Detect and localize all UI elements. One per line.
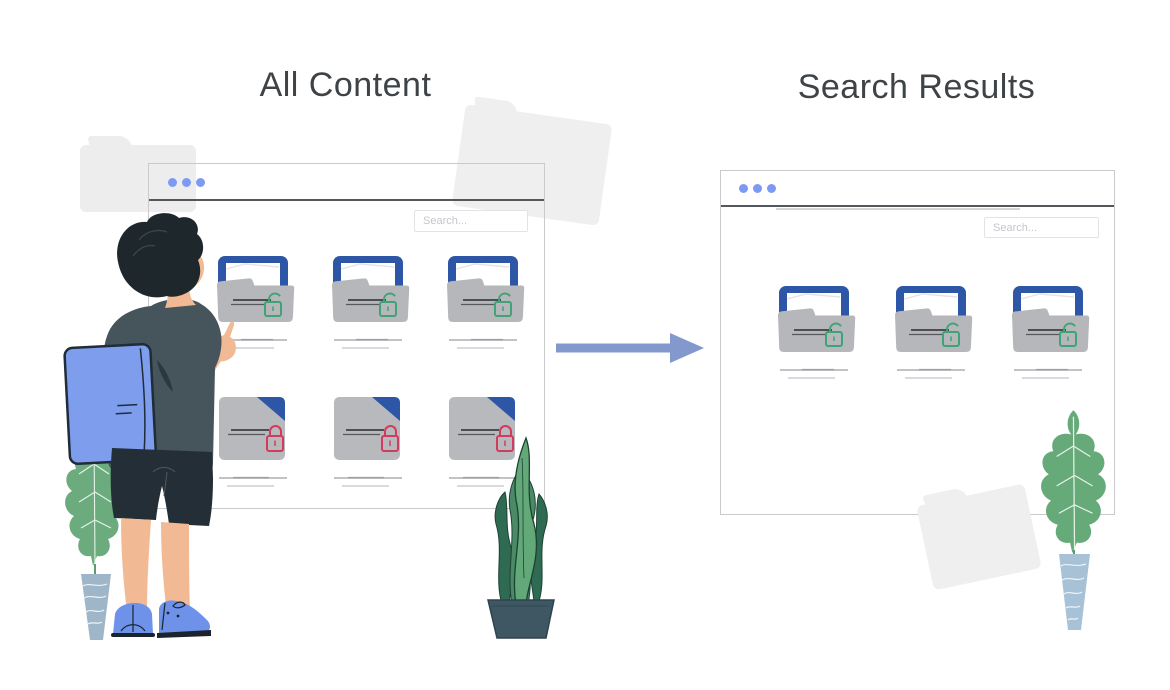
person-illustration	[63, 213, 236, 638]
window-controls[interactable]	[168, 178, 205, 187]
right-leg	[161, 522, 190, 614]
window-control-dot[interactable]	[767, 184, 776, 193]
lock-padlock-icon	[381, 425, 399, 452]
unlock-padlock-icon	[494, 292, 512, 317]
open-folder-icon	[217, 256, 295, 349]
folder-row	[721, 282, 1090, 386]
document-locked-item[interactable]	[211, 390, 295, 494]
open-folder-icon	[1012, 286, 1090, 379]
search-input[interactable]	[414, 210, 528, 232]
locked-document-icon	[219, 397, 287, 487]
shorts-creases	[152, 467, 176, 497]
document-row	[149, 390, 525, 494]
window-control-dot[interactable]	[168, 178, 177, 187]
open-folder-icon	[895, 286, 973, 379]
leafy-plant-right	[1041, 410, 1106, 630]
locked-document-icon	[334, 397, 402, 487]
header-divider	[149, 199, 544, 201]
shorts	[110, 448, 213, 526]
leaf	[1041, 410, 1106, 554]
snake-plant-center	[487, 436, 555, 639]
lock-padlock-icon	[496, 425, 514, 452]
folder-open-unlocked-item[interactable]	[441, 252, 525, 356]
vase-stripes	[1060, 563, 1087, 621]
unlock-padlock-icon	[264, 292, 282, 317]
shirt-wrinkle	[157, 360, 173, 392]
window-control-dot[interactable]	[739, 184, 748, 193]
document-locked-item[interactable]	[441, 390, 525, 494]
all-content-title: All Content	[259, 66, 432, 104]
snake-plant-leaves	[494, 436, 548, 605]
window-control-dot[interactable]	[753, 184, 762, 193]
browser-window-search-results	[720, 170, 1115, 515]
open-folder-icon	[778, 286, 856, 379]
hair-strands	[132, 229, 168, 257]
open-folder-icon	[332, 256, 410, 349]
header-divider	[721, 205, 1114, 207]
open-folder-icon	[447, 256, 525, 349]
folder-open-unlocked-item[interactable]	[326, 252, 410, 356]
plant-pot	[487, 599, 555, 639]
locked-document-icon	[449, 397, 517, 487]
unlock-padlock-icon	[1059, 322, 1077, 347]
search-results-title: Search Results	[797, 68, 1036, 106]
lock-padlock-icon	[266, 425, 284, 452]
folder-open-unlocked-item[interactable]	[1006, 282, 1090, 386]
unlock-padlock-icon	[942, 322, 960, 347]
blue-folder	[63, 342, 158, 466]
vase	[1059, 554, 1090, 630]
window-control-dot[interactable]	[182, 178, 191, 187]
left-shoe	[111, 603, 155, 637]
right-shoe	[157, 600, 211, 638]
folder-row	[149, 252, 525, 356]
header-divider-shadow	[776, 208, 1020, 210]
folder-open-unlocked-item[interactable]	[889, 282, 973, 386]
unlock-padlock-icon	[379, 292, 397, 317]
left-leg	[121, 518, 151, 612]
vase-stripes	[82, 583, 108, 625]
window-control-dot[interactable]	[196, 178, 205, 187]
hair	[117, 213, 204, 298]
folder-tab	[87, 136, 133, 150]
browser-window-all-content	[148, 163, 545, 509]
unlock-padlock-icon	[825, 322, 843, 347]
folder-open-unlocked-item[interactable]	[772, 282, 856, 386]
folder-open-unlocked-item[interactable]	[211, 252, 295, 356]
window-controls[interactable]	[739, 184, 776, 193]
background-folder	[916, 483, 1042, 591]
flow-arrow	[556, 333, 704, 363]
search-input[interactable]	[984, 217, 1099, 238]
document-locked-item[interactable]	[326, 390, 410, 494]
